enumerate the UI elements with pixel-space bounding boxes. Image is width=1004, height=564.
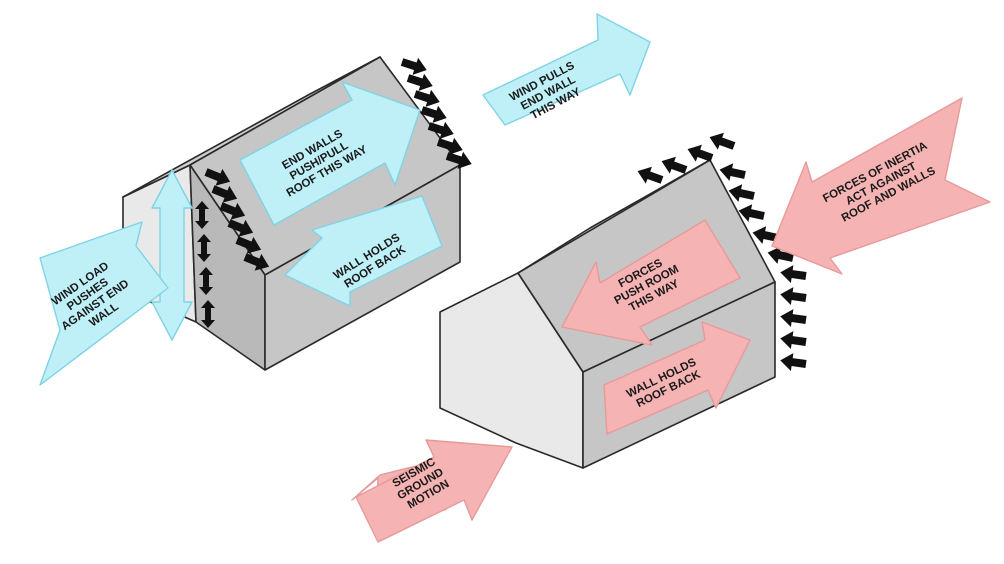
right-wall-force-arrows	[779, 263, 808, 373]
wall-holds-right-arrow: WALL HOLDS ROOF BACK	[603, 321, 751, 435]
wind-load-vertical-arrow	[151, 169, 193, 341]
wind-load-arrow: WIND LOAD PUSHES AGAINST END WALL	[39, 221, 169, 386]
wind-pulls-arrow: WIND PULLS END WALL THIS WAY	[482, 13, 651, 126]
forces-of-inertia-arrow: FORCES OF INERTIA ACT AGAINST ROOF AND W…	[771, 97, 991, 275]
forces-push-room-arrow: FORCES PUSH ROOM THIS WAY	[561, 219, 741, 346]
seismic-ground-motion-arrow: SEISMIC GROUND MOTION	[351, 439, 513, 543]
